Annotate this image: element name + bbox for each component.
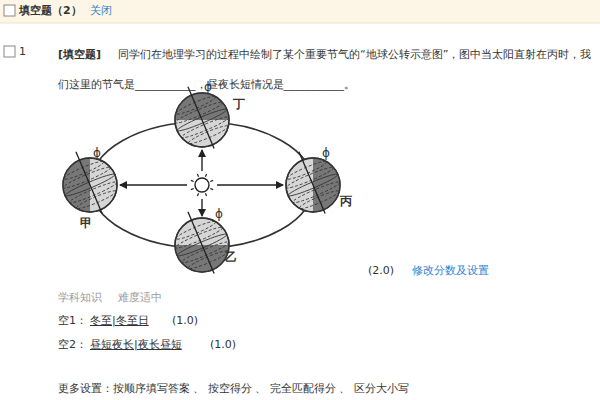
- question-text: 同学们在地理学习的过程中绘制了某个重要节气的“地球公转示意图”，图中当太阳直射在…: [58, 40, 594, 100]
- sun-ray: [210, 180, 213, 181]
- blank-answer: 昼短夜长|夜长昼短: [90, 338, 182, 352]
- season-position-label: 甲: [80, 216, 92, 230]
- earth-grid: [274, 141, 350, 224]
- question-type: [填空题]: [58, 40, 101, 70]
- header-band-bg: [0, 0, 600, 23]
- blank-answer: 冬至|冬至日: [90, 314, 149, 328]
- earth-axis: [188, 212, 214, 274]
- earth-grid: [51, 141, 127, 224]
- earth-globe: [274, 141, 350, 224]
- blank-score: (1.0): [172, 314, 198, 328]
- pole-symbol: ϕ: [93, 146, 101, 160]
- pole-symbol: ϕ: [322, 146, 330, 160]
- checkbox: [4, 5, 15, 16]
- sun-ray: [205, 174, 206, 177]
- earth-night-side: [175, 245, 229, 272]
- earth-axis: [188, 87, 214, 149]
- season-position-label: 丙: [340, 194, 352, 208]
- sun-ray: [191, 180, 194, 181]
- meta-tag: 难度适中: [118, 291, 162, 305]
- question-number: 1: [19, 45, 26, 59]
- checkbox: [4, 46, 15, 57]
- season-position-label: 乙: [225, 250, 237, 264]
- header-border: [0, 23, 600, 24]
- earth-axis: [299, 152, 325, 214]
- sun-arrows: [120, 150, 283, 216]
- earth-position: ϕ乙: [157, 200, 257, 295]
- sun-ray: [205, 193, 206, 196]
- earth-globe: [163, 201, 239, 284]
- header-band: 填空题（2） 关闭: [0, 0, 600, 23]
- blank-label: 空1：: [58, 314, 87, 328]
- earth-axis: [76, 152, 102, 214]
- score: (2.0): [368, 264, 394, 278]
- sun-symbol: [191, 174, 213, 196]
- blank-score: (1.0): [210, 338, 236, 352]
- sun-ray: [197, 193, 198, 196]
- settings-link: 修改分数及设置: [412, 264, 489, 278]
- earth-position: ϕ丙: [268, 140, 368, 235]
- sun-ray: [197, 174, 198, 177]
- earths: [51, 76, 350, 284]
- close-link: 关闭: [90, 4, 112, 18]
- blank-label: 空2：: [58, 338, 87, 352]
- pole-symbol: ϕ: [215, 207, 223, 221]
- earth-grid: [163, 201, 239, 284]
- season-position-label: 丁: [233, 97, 245, 111]
- sun-ray: [191, 188, 194, 189]
- earth-position: ϕ甲: [45, 140, 145, 235]
- header-title: 填空题（2）: [19, 4, 82, 18]
- earth-globe: [51, 141, 127, 224]
- sun-ray: [210, 188, 213, 189]
- more-settings: 更多设置：按顺序填写答案 、 按空得分 、 完全匹配得分 、 区分大小写: [58, 382, 409, 396]
- earth-night-side: [175, 93, 229, 120]
- meta-tag: 学科知识: [58, 291, 102, 305]
